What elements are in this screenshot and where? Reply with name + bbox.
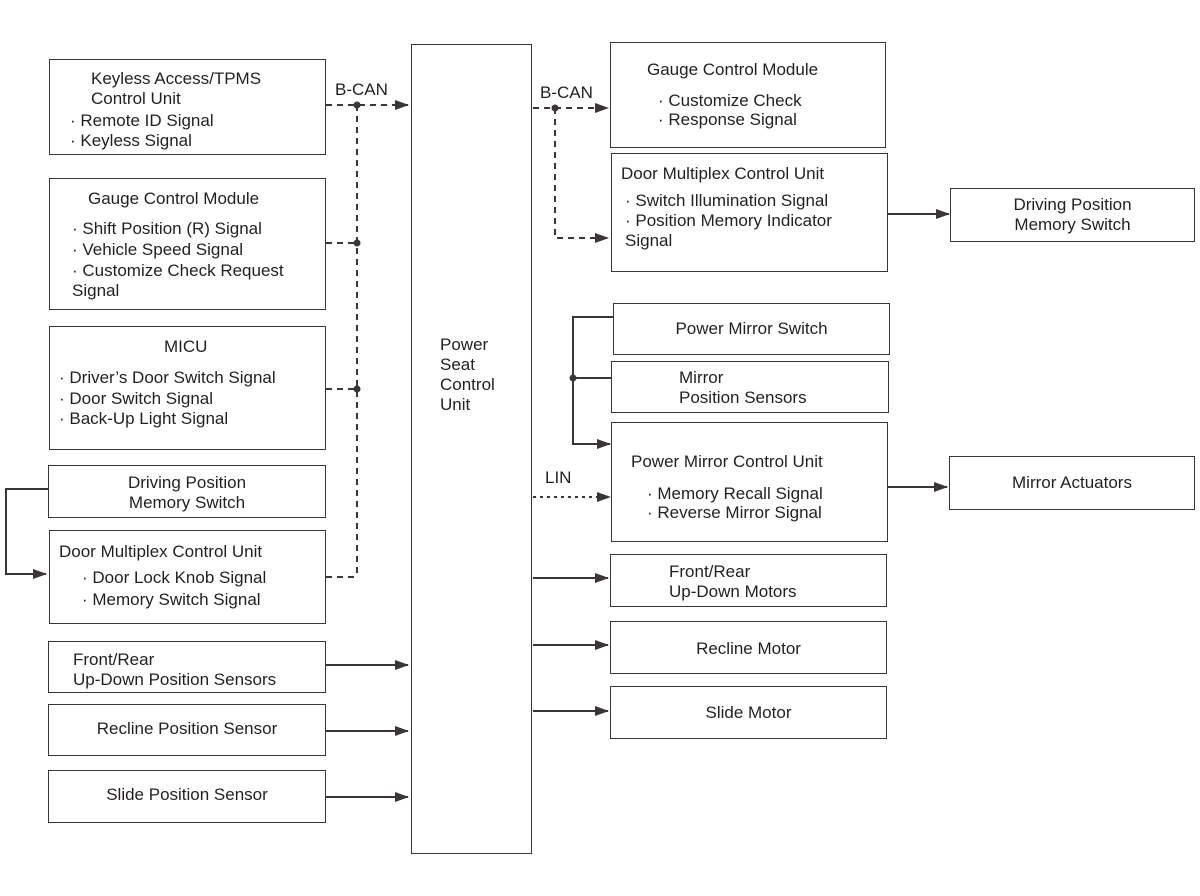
junction-dot bbox=[353, 385, 361, 393]
mirror-actuators-box: Mirror Actuators bbox=[949, 456, 1195, 510]
gauge-right-title: Gauge Control Module bbox=[647, 60, 819, 79]
junction-dot bbox=[551, 104, 559, 112]
power-seat-control-unit-label: Power Seat Control Unit bbox=[440, 335, 495, 414]
slide-position-sensor-box: Slide Position Sensor bbox=[48, 770, 326, 823]
recline-motor-title: Recline Motor bbox=[696, 639, 801, 658]
keyless-item: · Keyless Signal bbox=[70, 131, 192, 150]
recline-position-sensor-box: Recline Position Sensor bbox=[48, 704, 326, 756]
gauge-left-item: · Customize Check Request Signal bbox=[72, 261, 284, 300]
door-right-title: Door Multiplex Control Unit bbox=[621, 164, 825, 183]
door-multiplex-right-box: Door Multiplex Control Unit · Switch Ill… bbox=[611, 153, 888, 272]
left-dpms-to-door bbox=[5, 488, 48, 579]
keyless-item: · Remote ID Signal bbox=[70, 111, 214, 130]
bcan-right-label: B-CAN bbox=[540, 83, 593, 102]
dpms-right-title: Driving Position Memory Switch bbox=[1013, 195, 1132, 234]
lin-label: LIN bbox=[545, 468, 572, 487]
mirror-actuators-title: Mirror Actuators bbox=[1012, 473, 1132, 492]
mirror-position-sensors-box: Mirror Position Sensors bbox=[611, 361, 889, 413]
recline-motor-box: Recline Motor bbox=[610, 621, 887, 674]
micu-box: MICU · Driver’s Door Switch Signal · Doo… bbox=[49, 326, 326, 450]
dpms-left-title: Driving Position Memory Switch bbox=[127, 473, 247, 512]
gauge-right-item: · Customize Check bbox=[658, 91, 802, 110]
junction-dot bbox=[353, 101, 361, 109]
updown-motors-title: Front/Rear Up-Down Motors bbox=[669, 562, 797, 601]
mirror-switch-title: Power Mirror Switch bbox=[675, 319, 828, 338]
keyless-title: Keyless Access/TPMS Control Unit bbox=[91, 69, 262, 108]
door-multiplex-left-box: Door Multiplex Control Unit · Door Lock … bbox=[49, 530, 326, 624]
gauge-left-item: · Vehicle Speed Signal bbox=[72, 240, 244, 259]
mirror-cu-item: · Memory Recall Signal bbox=[647, 484, 823, 503]
mirror-sensors-title: Mirror Position Sensors bbox=[679, 368, 807, 407]
door-left-item: · Memory Switch Signal bbox=[82, 590, 261, 609]
mirror-switch-wire bbox=[572, 316, 614, 449]
micu-item: · Driver’s Door Switch Signal bbox=[59, 368, 276, 387]
slide-motor-box: Slide Motor bbox=[610, 686, 887, 739]
door-left-item: · Door Lock Knob Signal bbox=[82, 568, 267, 587]
gauge-control-module-right-box: Gauge Control Module · Customize Check ·… bbox=[610, 42, 886, 148]
bcan-left-label: B-CAN bbox=[335, 80, 388, 99]
gauge-left-item: · Shift Position (R) Signal bbox=[72, 219, 262, 238]
mirror-cu-item: · Reverse Mirror Signal bbox=[647, 503, 822, 522]
power-mirror-switch-box: Power Mirror Switch bbox=[613, 303, 890, 355]
micu-item: · Back-Up Light Signal bbox=[59, 409, 229, 428]
junction-dot bbox=[353, 239, 361, 247]
bcan-right-door bbox=[554, 108, 609, 243]
door-right-item: · Position Memory Indicator Signal bbox=[625, 211, 832, 250]
driving-position-memory-switch-right-box: Driving Position Memory Switch bbox=[950, 188, 1195, 242]
gauge-right-item: · Response Signal bbox=[658, 110, 797, 129]
micu-title: MICU bbox=[164, 337, 208, 356]
updown-position-sensors-box: Front/Rear Up-Down Position Sensors bbox=[48, 641, 326, 693]
slide-sensor-title: Slide Position Sensor bbox=[106, 785, 268, 804]
updown-motors-box: Front/Rear Up-Down Motors bbox=[610, 554, 887, 607]
driving-position-memory-switch-left-box: Driving Position Memory Switch bbox=[48, 465, 326, 518]
keyless-access-tpms-box: Keyless Access/TPMS Control Unit · Remot… bbox=[49, 59, 326, 155]
updown-sensors-title: Front/Rear Up-Down Position Sensors bbox=[73, 650, 277, 689]
power-seat-control-unit: Power Seat Control Unit bbox=[411, 44, 532, 854]
gauge-control-module-left-box: Gauge Control Module · Shift Position (R… bbox=[49, 178, 326, 310]
mirror-cu-title: Power Mirror Control Unit bbox=[631, 452, 823, 471]
recline-sensor-title: Recline Position Sensor bbox=[96, 719, 278, 738]
door-left-title: Door Multiplex Control Unit bbox=[59, 542, 263, 561]
power-mirror-control-unit-box: Power Mirror Control Unit · Memory Recal… bbox=[611, 422, 888, 542]
micu-item: · Door Switch Signal bbox=[59, 389, 214, 408]
slide-motor-title: Slide Motor bbox=[705, 703, 792, 722]
gauge-left-title: Gauge Control Module bbox=[88, 189, 260, 208]
junction-dot bbox=[569, 374, 577, 382]
door-right-item: · Switch Illumination Signal bbox=[625, 191, 829, 210]
